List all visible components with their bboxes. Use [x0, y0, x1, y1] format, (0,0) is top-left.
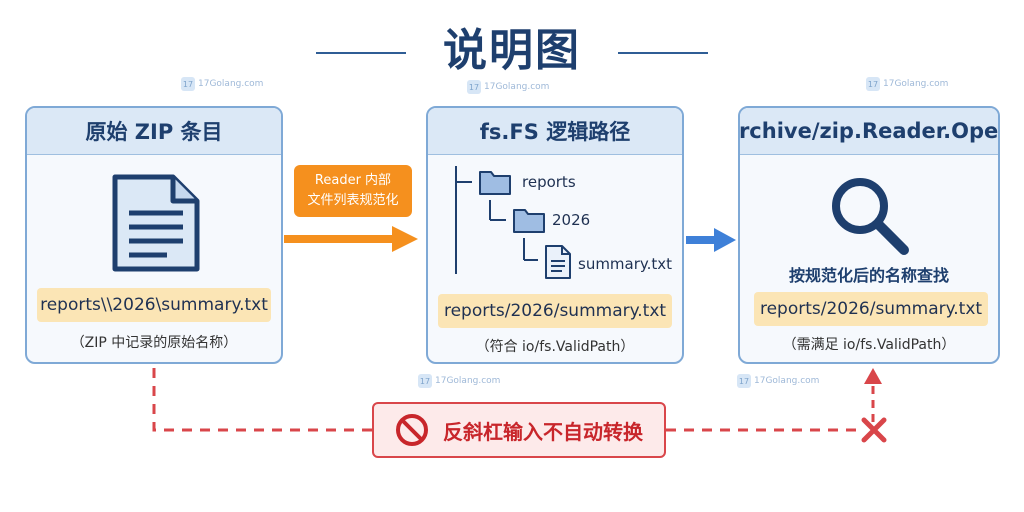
lookup-path-box: reports/2026/summary.txt	[754, 292, 988, 326]
error-banner: 反斜杠输入不自动转换	[372, 402, 666, 458]
panel-note: （需满足 io/fs.ValidPath）	[782, 337, 956, 353]
tree-lines	[455, 166, 538, 274]
lookup-caption: 按规范化后的名称查找	[788, 266, 949, 285]
cross-icon	[861, 417, 887, 443]
panel-heading: archive/zip.Reader.Open	[740, 108, 998, 155]
normalize-badge: Reader 内部 文件列表规范化	[294, 165, 412, 217]
dashed-connector	[152, 368, 882, 432]
folder-icon	[479, 171, 511, 195]
panel-fs-logical-path: fs.FS 逻辑路径 reports 2026 summary.txt repo…	[426, 106, 684, 364]
title-rule-left	[316, 52, 406, 54]
panel-reader-open: archive/zip.Reader.Open 按规范化后的名称查找 repor…	[738, 106, 1000, 364]
panel-note: （ZIP 中记录的原始名称）	[70, 335, 238, 351]
prohibited-icon	[396, 414, 428, 446]
file-icon	[545, 245, 571, 279]
title-rule-right	[618, 52, 708, 54]
tree-file-summary: summary.txt	[578, 255, 673, 273]
raw-path-box: reports\\2026\summary.txt	[37, 288, 271, 322]
panel-original-zip-entry: 原始 ZIP 条目 reports\\2026\summary.txt （ZIP…	[25, 106, 283, 364]
logical-path-box: reports/2026/summary.txt	[438, 294, 672, 328]
panel-heading: fs.FS 逻辑路径	[428, 108, 682, 155]
blue-arrow	[686, 228, 736, 252]
panel-note: （符合 io/fs.ValidPath）	[475, 339, 635, 355]
tree-folder-2026: 2026	[552, 211, 591, 229]
tree-folder-reports: reports	[522, 173, 576, 191]
page-title: 说明图	[443, 25, 581, 76]
document-icon	[112, 174, 200, 272]
panel-heading: 原始 ZIP 条目	[27, 108, 281, 155]
magnifier-icon	[832, 178, 909, 255]
folder-icon	[513, 209, 545, 233]
error-text: 反斜杠输入不自动转换	[443, 419, 643, 444]
orange-arrow	[284, 226, 418, 252]
